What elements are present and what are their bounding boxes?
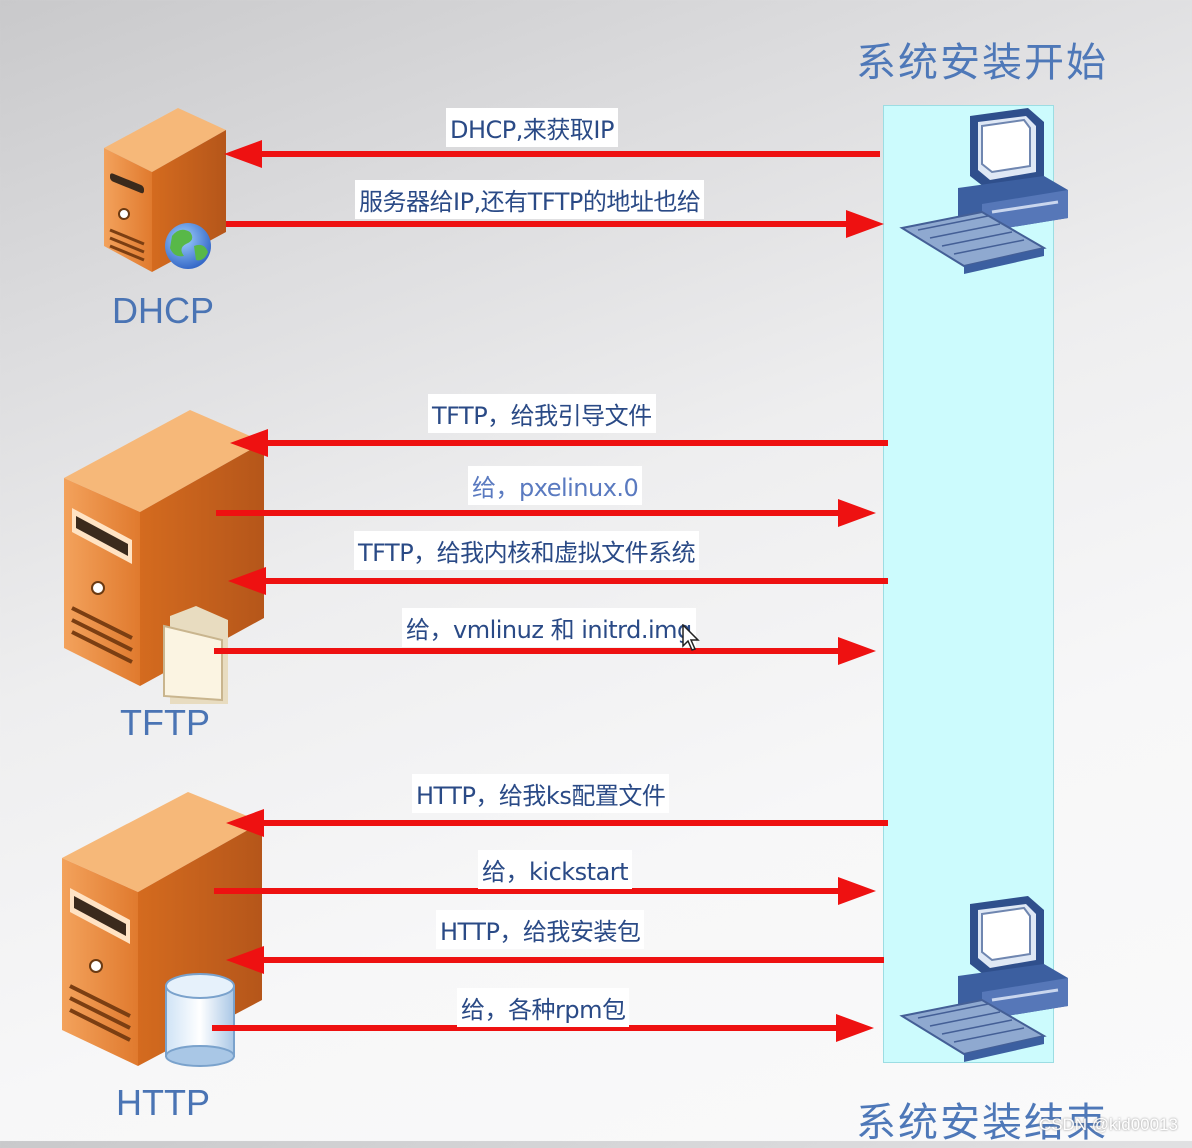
message-label: TFTP，给我引导文件 — [428, 394, 656, 433]
message-label: TFTP，给我内核和虚拟文件系统 — [354, 531, 699, 570]
arrowhead-2 — [846, 210, 884, 238]
mouse-cursor-icon — [682, 624, 702, 652]
arrowhead-6 — [838, 637, 876, 665]
message-label: 给，kickstart — [478, 850, 632, 889]
message-label: HTTP，给我安装包 — [436, 910, 644, 949]
tftp-server-icon — [64, 410, 264, 704]
arrowhead-1 — [224, 140, 262, 168]
dhcp-server-icon — [104, 108, 226, 272]
message-label: 给，各种rpm包 — [457, 988, 629, 1027]
arrowhead-8 — [838, 877, 876, 905]
message-label: HTTP，给我ks配置文件 — [412, 774, 669, 813]
client-computer-icon-end — [902, 896, 1068, 1062]
server-label-dhcp: DHCP — [112, 290, 214, 332]
message-label: 服务器给IP,还有TFTP的地址也给 — [355, 180, 704, 219]
message-label: 给，pxelinux.0 — [468, 466, 642, 505]
message-label: DHCP,来获取IP — [446, 108, 618, 147]
folder-icon — [164, 606, 228, 704]
server-label-http: HTTP — [116, 1082, 210, 1124]
database-icon — [166, 974, 234, 1066]
arrowhead-10 — [836, 1014, 874, 1042]
arrowhead-4 — [838, 499, 876, 527]
client-computer-icon-start — [902, 108, 1068, 274]
http-server-icon — [62, 792, 262, 1066]
watermark: CSDN @kid00013 — [1039, 1115, 1178, 1135]
server-label-tftp: TFTP — [120, 702, 210, 744]
message-label: 给，vmlinuz 和 initrd.img — [402, 608, 696, 647]
